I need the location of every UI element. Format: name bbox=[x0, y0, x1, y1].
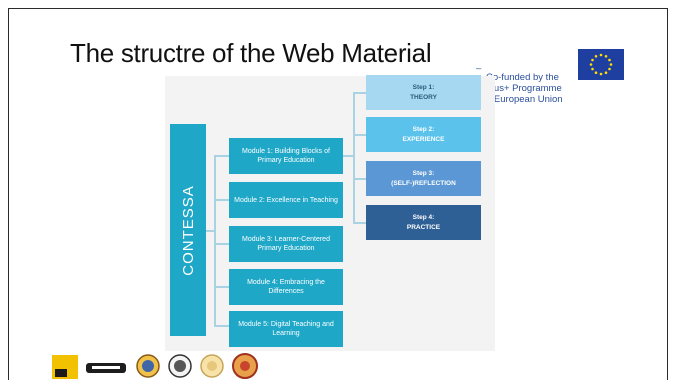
step-3-box: Step 3: (SELF-)REFLECTION bbox=[366, 161, 481, 196]
step-4-name: PRACTICE bbox=[406, 223, 441, 231]
university-logo bbox=[52, 355, 78, 379]
step-1-box: Step 1: THEORY bbox=[366, 75, 481, 110]
module-1-box: Module 1: Building Blocks of Primary Edu… bbox=[229, 138, 343, 174]
module-5-box: Module 5: Digital Teaching and Learning bbox=[229, 311, 343, 347]
eu-flag-icon bbox=[578, 49, 624, 80]
connector-steps-vertical bbox=[353, 92, 355, 224]
eu-cofunded-label: Co-funded by the mus+ Programme e Europe… bbox=[486, 72, 563, 105]
step-1-number: Step 1: bbox=[412, 83, 435, 91]
connector-module-3 bbox=[214, 243, 229, 245]
step-4-number: Step 4: bbox=[412, 213, 435, 221]
connector-steps-stem bbox=[343, 155, 353, 157]
step-2-name: EXPERIENCE bbox=[402, 135, 445, 143]
slide-title: The structre of the Web Material bbox=[70, 38, 432, 68]
seal-logo-4 bbox=[232, 353, 258, 379]
connector-root-stem bbox=[206, 230, 214, 232]
connector-step-2 bbox=[353, 134, 366, 136]
connector-module-5 bbox=[214, 325, 229, 327]
seal-logo-3 bbox=[200, 354, 224, 378]
step-3-name: (SELF-)REFLECTION bbox=[391, 179, 456, 187]
contessa-root-box: CONTESSA bbox=[170, 124, 206, 336]
step-2-number: Step 2: bbox=[412, 125, 435, 133]
connector-module-1 bbox=[214, 155, 229, 157]
connector-modules-vertical bbox=[214, 155, 216, 326]
seal-logo-2 bbox=[168, 354, 192, 378]
step-1-name: THEORY bbox=[410, 93, 437, 101]
slide-frame bbox=[8, 8, 668, 380]
connector-module-2 bbox=[214, 199, 229, 201]
module-3-box: Module 3: Learner-Centered Primary Educa… bbox=[229, 226, 343, 262]
step-2-box: Step 2: EXPERIENCE bbox=[366, 117, 481, 152]
step-4-box: Step 4: PRACTICE bbox=[366, 205, 481, 240]
dash-mark: – bbox=[476, 63, 482, 74]
eu-cofunded-text: – Co-funded by the mus+ Programme e Euro… bbox=[476, 50, 578, 105]
seal-logo-1 bbox=[136, 354, 160, 378]
contessa-label: CONTESSA bbox=[179, 184, 197, 276]
partner-logo bbox=[86, 363, 126, 373]
connector-step-4 bbox=[353, 222, 366, 224]
step-3-number: Step 3: bbox=[412, 169, 435, 177]
connector-module-4 bbox=[214, 286, 229, 288]
connector-step-3 bbox=[353, 178, 366, 180]
eu-stars bbox=[589, 53, 613, 76]
module-2-box: Module 2: Excellence in Teaching bbox=[229, 182, 343, 218]
connector-step-1 bbox=[353, 92, 366, 94]
module-4-box: Module 4: Embracing the Differences bbox=[229, 269, 343, 305]
